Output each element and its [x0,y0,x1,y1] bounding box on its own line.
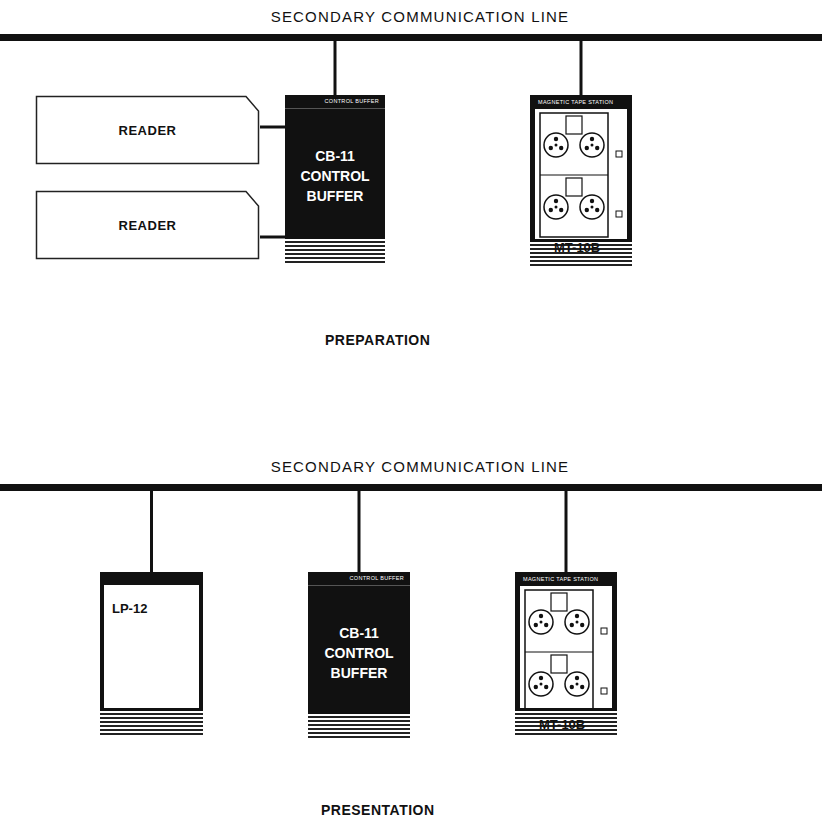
line-title: SECONDARY COMMUNICATION LINE [0,458,822,478]
reader-label: READER [119,123,177,138]
reader-unit: READER [35,95,260,165]
communication-line: SECONDARY COMMUNICATION LINE [0,8,822,41]
cable-connector [150,490,153,572]
reader-unit: READER [35,190,260,260]
tape-station-cabinet: MAGNETIC TAPE STATION MT-10B [530,95,632,268]
cabinet-label: CB-11 CONTROL BUFFER [298,146,372,206]
section-caption: PREPARATION [325,332,430,348]
section-caption: PRESENTATION [321,802,435,818]
cabinet-label: MT-10B [530,240,632,255]
cabinet-seam [308,585,410,586]
cabinet-header-text: CONTROL BUFFER [285,95,385,108]
cabinet-header-text: MAGNETIC TAPE STATION [515,572,617,586]
cabinet-header-text: CONTROL BUFFER [308,572,410,585]
cable-connector [580,40,583,95]
cabinet-header [100,572,203,585]
vent-grille [100,708,203,737]
line-printer-cabinet: LP-12 [100,572,203,737]
cabinet-label: CB-11 CONTROL BUFFER [322,623,396,683]
cabinet-label: MT-10B [515,717,617,732]
line-bar [0,34,822,41]
vent-grille [285,236,385,265]
cable-connector [334,40,337,95]
line-bar [0,484,822,491]
communication-line: SECONDARY COMMUNICATION LINE [0,458,822,491]
cable-connector [358,490,361,572]
control-buffer-cabinet: CONTROL BUFFER CB-11 CONTROL BUFFER [285,95,385,265]
line-title: SECONDARY COMMUNICATION LINE [0,8,822,28]
cable-connector [260,126,285,129]
cabinet-header-text: MAGNETIC TAPE STATION [530,95,632,109]
cable-connector [565,490,568,572]
control-buffer-cabinet: CONTROL BUFFER CB-11 CONTROL BUFFER [308,572,410,740]
cable-connector [260,236,285,239]
vent-grille [308,711,410,740]
tape-station-cabinet: MAGNETIC TAPE STATION MT-10B [515,572,617,737]
cabinet-label: LP-12 [100,601,203,616]
cabinet-seam [285,108,385,109]
reader-label: READER [119,218,177,233]
